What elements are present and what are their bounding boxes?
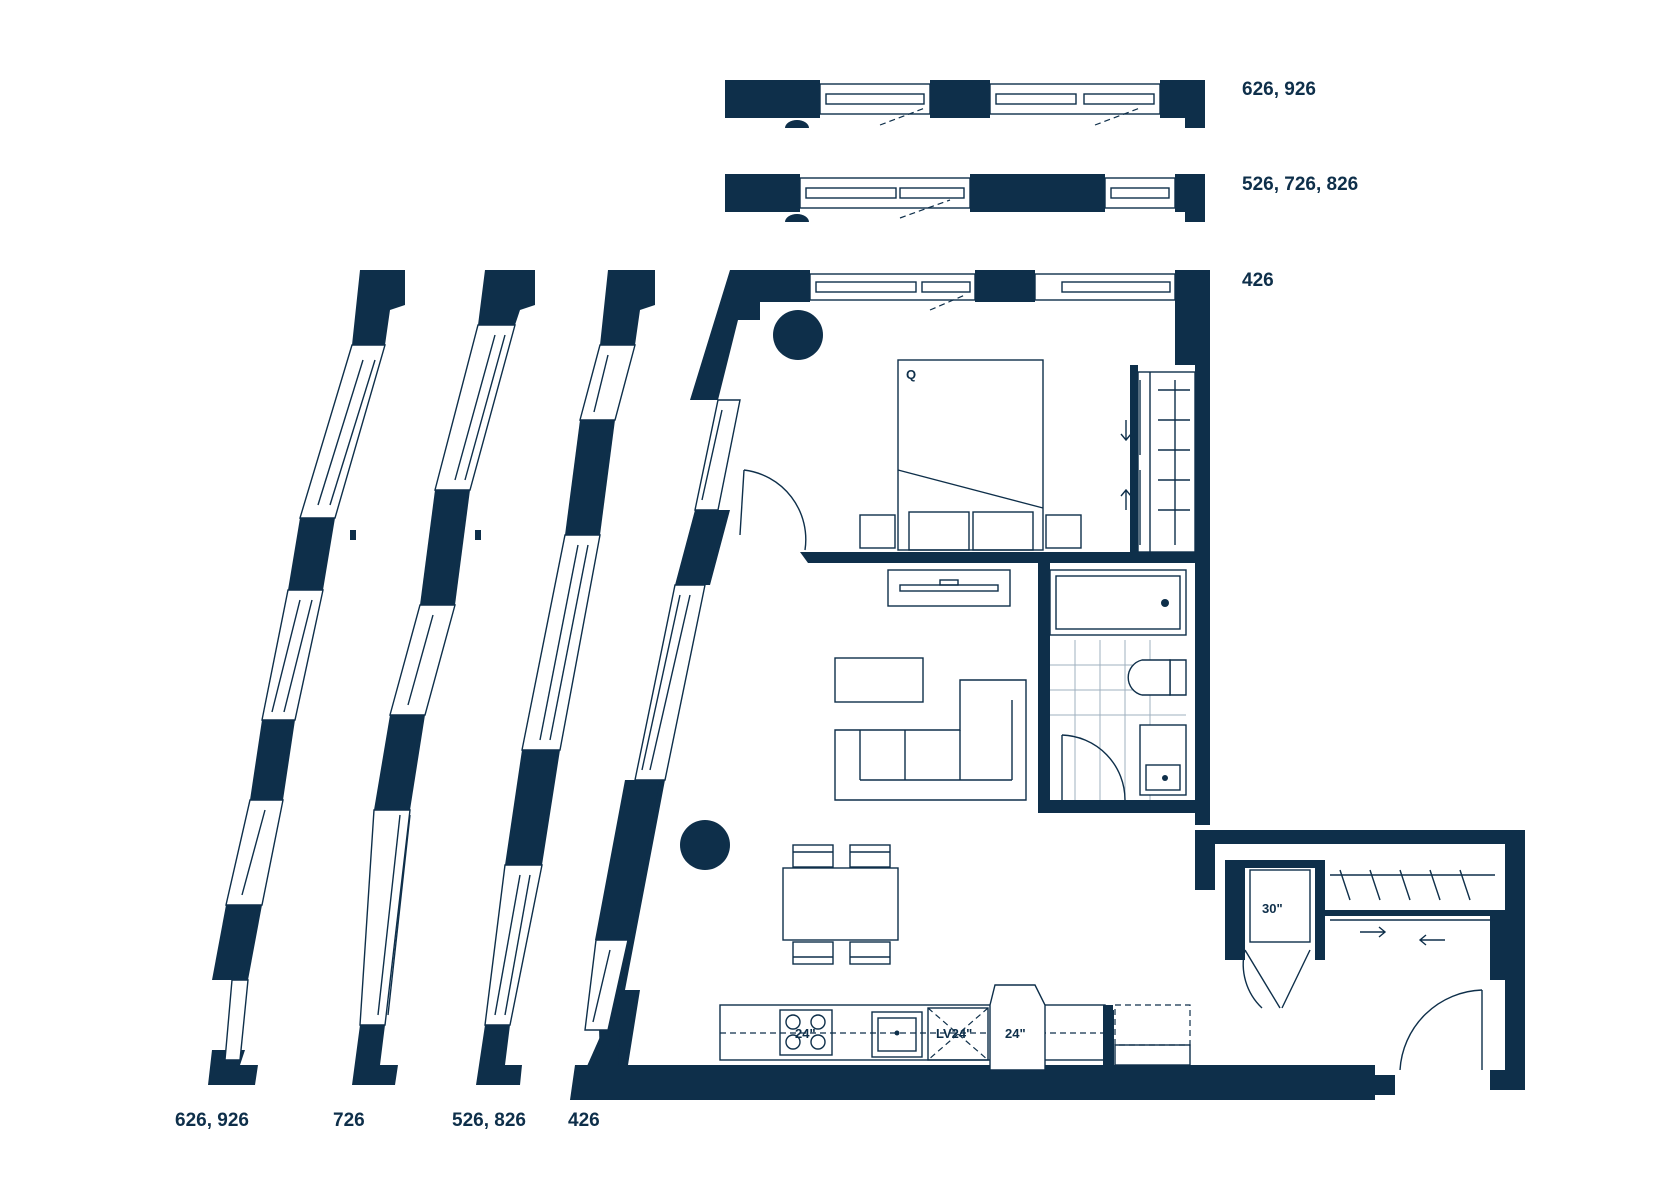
slanted-wall-variant-626-926	[208, 270, 405, 1085]
slanted-wall-variant-526-826	[476, 270, 655, 1085]
column-1	[773, 310, 823, 360]
label-426-bottom: 426	[568, 1110, 600, 1131]
label-726-bottom: 726	[333, 1110, 365, 1131]
bedroom-door	[739, 469, 807, 551]
bed-size-label: Q	[906, 367, 916, 382]
column-2	[680, 820, 730, 870]
coffee-table	[834, 657, 924, 703]
label-526-826-bottom: 526, 826	[452, 1110, 526, 1131]
queen-bed: Q	[859, 359, 1082, 551]
bathroom	[1049, 569, 1187, 801]
dishwasher-label: LV24"	[936, 1026, 972, 1041]
media-console	[887, 569, 1011, 607]
kitchen-counter: 24" LV24" 24"	[719, 984, 1191, 1071]
bathroom-floor-tiles	[1050, 640, 1186, 800]
washer-dryer-closet: 30"	[1242, 869, 1311, 1009]
entry-closet	[1330, 869, 1495, 946]
label-626-926-top: 626, 926	[1242, 79, 1316, 100]
fridge-width-label: 24"	[1005, 1026, 1026, 1041]
window-variant-top-1	[725, 80, 1205, 128]
label-526-726-826-top: 526, 726, 826	[1242, 174, 1358, 195]
sectional-sofa	[834, 679, 1027, 801]
range-width-label: 24"	[795, 1026, 816, 1041]
label-626-926-bottom: 626, 926	[175, 1110, 249, 1131]
window-variant-top-2	[725, 174, 1205, 222]
bedroom-closet	[1120, 371, 1196, 553]
entry-door	[1399, 989, 1483, 1071]
dining-table	[782, 844, 899, 965]
washer-dryer-label: 30"	[1262, 901, 1283, 916]
unit-426-walls	[570, 270, 1525, 1100]
label-426-top: 426	[1242, 270, 1274, 291]
slanted-wall-variant-726	[352, 270, 535, 1085]
